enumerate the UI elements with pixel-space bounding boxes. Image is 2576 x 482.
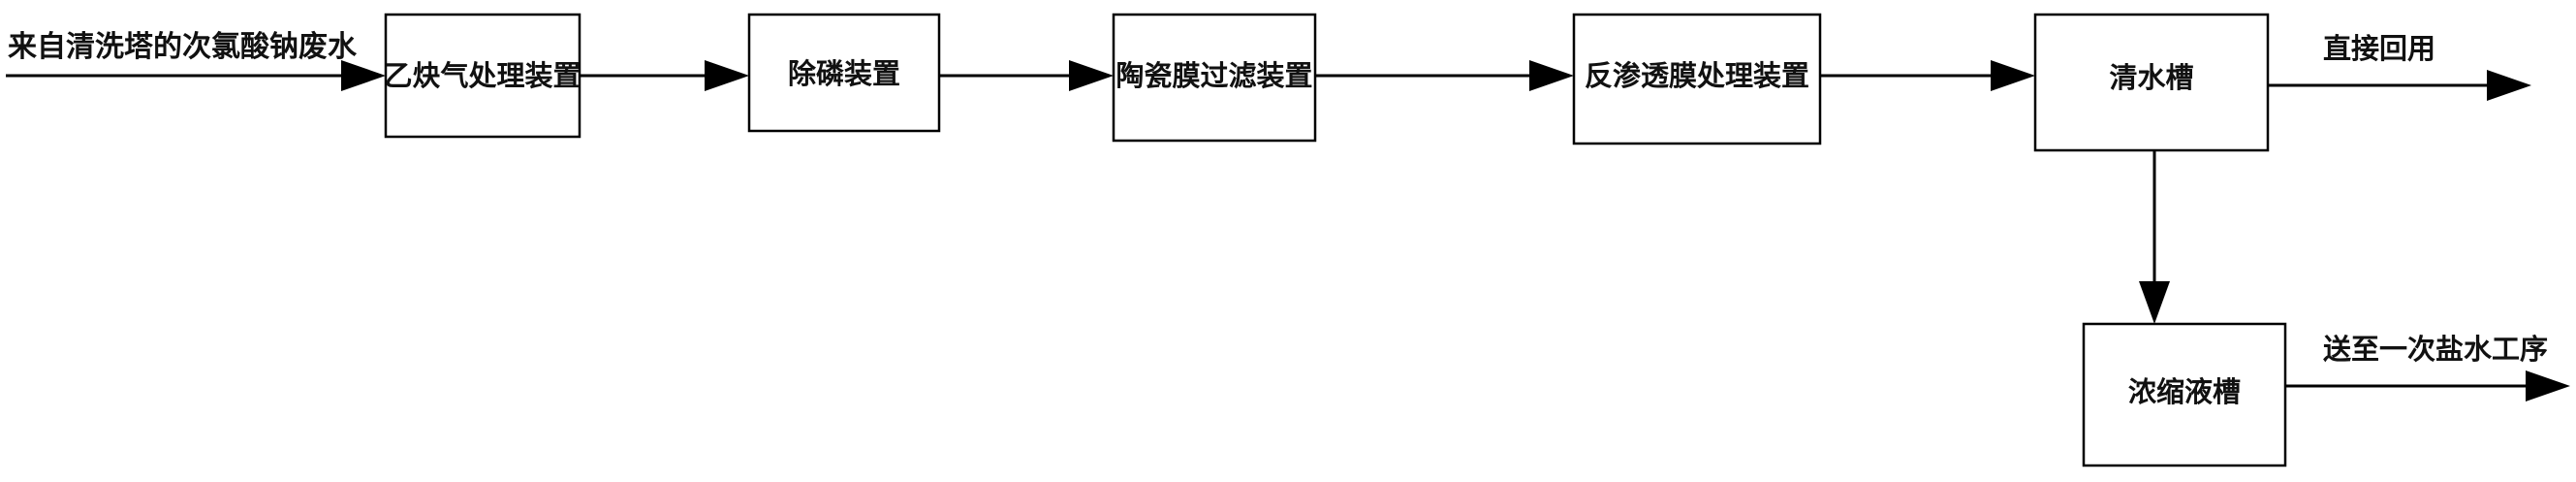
node-acetylene-label: 乙炔气处理装置	[384, 59, 581, 92]
node-phosphorus	[747, 13, 941, 133]
source-label: 来自清洗塔的次氯酸钠废水	[8, 30, 358, 64]
arrowhead-ceramic-ro	[1529, 60, 1574, 91]
output-brine-label: 送至一次盐水工序	[2323, 333, 2548, 366]
node-ro-label: 反渗透膜处理装置	[1585, 59, 1809, 92]
arrowhead-clean-reuse	[2487, 70, 2531, 101]
node-ro	[1572, 13, 1822, 145]
node-phosphorus-label: 除磷装置	[788, 57, 900, 90]
arrowhead-ro-clean	[1991, 60, 2035, 91]
node-ceramic-label: 陶瓷膜过滤装置	[1115, 59, 1312, 92]
node-ceramic	[1112, 13, 1317, 143]
arrowhead-phosphorus-ceramic	[1069, 60, 1114, 91]
node-clean-tank-label: 清水槽	[2109, 61, 2193, 94]
arrowhead-concentrate-brine	[2526, 370, 2570, 402]
node-concentrate-tank	[2082, 322, 2287, 467]
output-reuse-label: 直接回用	[2323, 32, 2435, 65]
arrowhead-acetylene-phosphorus	[705, 60, 749, 91]
node-concentrate-tank-label: 浓缩液槽	[2128, 375, 2241, 408]
arrowhead-clean-concentrate	[2139, 281, 2170, 324]
arrowhead-source-acetylene	[341, 60, 386, 91]
node-clean-tank	[2033, 13, 2270, 152]
